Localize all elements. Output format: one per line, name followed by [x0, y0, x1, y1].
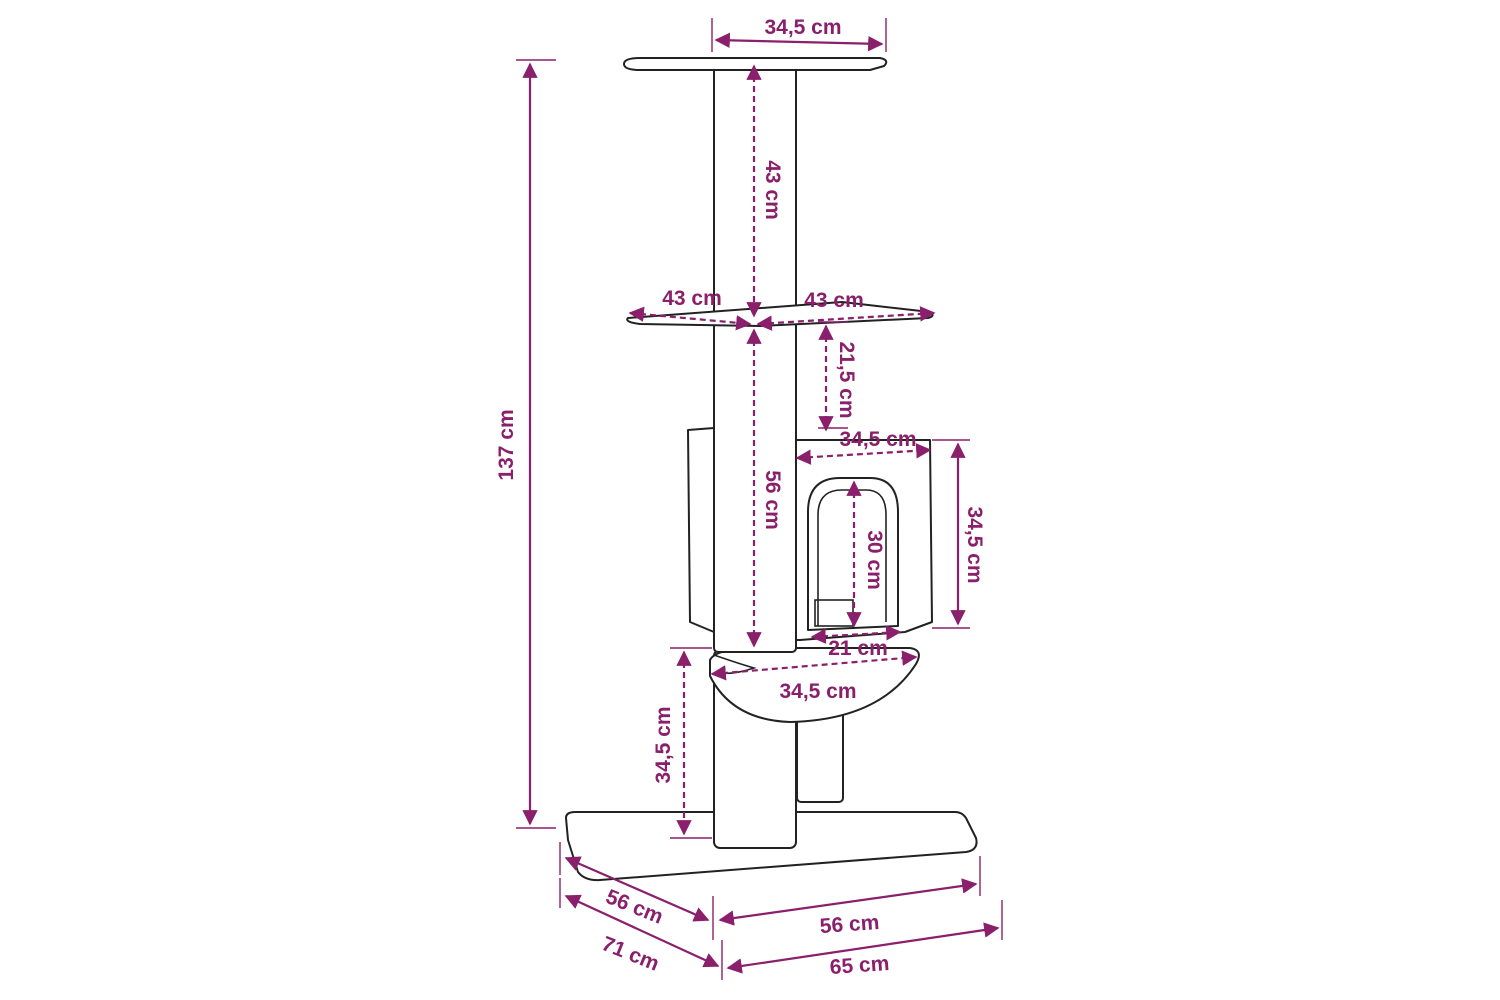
label-basket-height: 34,5 cm: [652, 706, 675, 783]
dim-base-width: [718, 878, 978, 926]
dim-basket-width: [710, 650, 918, 681]
dim-mid-platform-left: [628, 306, 752, 331]
label-lower-post-height: 56 cm: [761, 470, 784, 530]
label-condo-width: 34,5 cm: [839, 428, 916, 451]
label-upper-post-height: 43 cm: [761, 160, 784, 220]
label-gap-to-condo: 21,5 cm: [835, 341, 858, 418]
dim-overall-width: [726, 922, 1000, 974]
label-base-depth: 56 cm: [603, 885, 667, 929]
label-mid-platform-right: 43 cm: [804, 289, 864, 312]
condo-left-wall: [687, 427, 715, 633]
dim-opening-width: [810, 625, 902, 644]
dim-top-platform-width: [714, 32, 884, 52]
label-overall-width: 65 cm: [829, 952, 890, 979]
label-opening-height: 30 cm: [863, 530, 886, 590]
dim-overall-depth: [564, 894, 720, 968]
top-platform: [623, 57, 888, 71]
label-base-width: 56 cm: [819, 911, 880, 938]
label-total-height: 137 cm: [495, 409, 518, 480]
label-overall-depth: 71 cm: [599, 932, 663, 976]
label-top-platform-width: 34,5 cm: [764, 16, 841, 39]
label-basket-width: 34,5 cm: [779, 680, 856, 703]
label-condo-height: 34,5 cm: [963, 506, 986, 583]
label-opening-width: 21 cm: [828, 637, 888, 660]
label-mid-platform-left: 43 cm: [662, 287, 722, 310]
dim-condo-width: [795, 443, 932, 465]
